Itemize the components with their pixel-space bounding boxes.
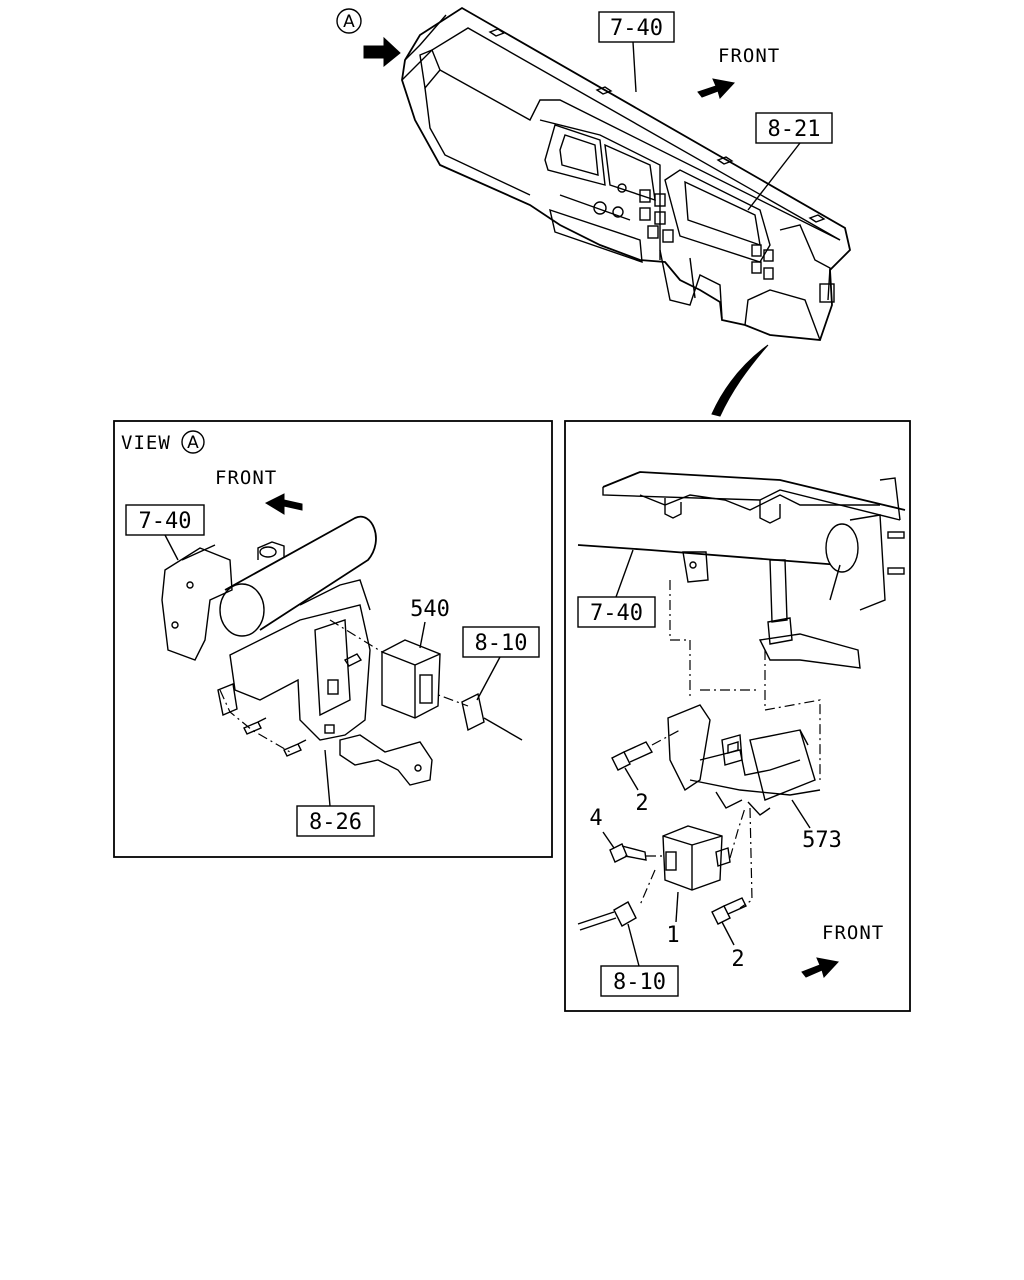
- callout-harness-8-10-left: 8-10: [462, 626, 540, 701]
- svg-text:7-40: 7-40: [610, 16, 663, 41]
- front-indicator-right: FRONT: [801, 922, 884, 978]
- svg-text:2: 2: [731, 947, 744, 972]
- svg-text:FRONT: FRONT: [822, 922, 884, 944]
- front-indicator-left: FRONT: [215, 467, 303, 515]
- callout-dashboard-7-40-right: 7-40: [577, 549, 656, 628]
- view-a-marker: A: [336, 8, 362, 34]
- callout-dashboard-7-40-left: 7-40: [125, 504, 205, 561]
- svg-text:VIEW: VIEW: [121, 432, 171, 454]
- detail-pointer: [711, 344, 769, 417]
- svg-text:8-10: 8-10: [475, 631, 528, 656]
- callout-harness-8-10-right: 8-10: [600, 923, 679, 997]
- detail-panel: 2 4 1 2 573: [564, 420, 911, 1012]
- svg-text:7-40: 7-40: [139, 509, 192, 534]
- svg-text:7-40: 7-40: [590, 601, 643, 626]
- view-direction-arrow: [363, 36, 401, 68]
- callout-cluster-8-21: 8-21: [747, 112, 833, 211]
- svg-text:8-26: 8-26: [309, 810, 362, 835]
- svg-text:4: 4: [589, 806, 602, 831]
- svg-text:540: 540: [410, 597, 450, 622]
- part-1-unit: 1: [662, 825, 731, 948]
- callout-dashboard-7-40: 7-40: [598, 11, 675, 93]
- view-a-panel-marker: A: [181, 430, 205, 454]
- svg-text:1: 1: [666, 923, 679, 948]
- svg-text:8-10: 8-10: [613, 970, 666, 995]
- svg-text:573: 573: [802, 828, 842, 853]
- svg-text:8-21: 8-21: [768, 117, 821, 142]
- svg-text:FRONT: FRONT: [215, 467, 277, 489]
- svg-text:2: 2: [635, 791, 648, 816]
- front-indicator-overview: FRONT: [697, 45, 780, 99]
- part-540-unit: 540: [381, 597, 450, 719]
- callout-bracket-8-26: 8-26: [296, 749, 375, 837]
- view-a-panel: VIEW A FRONT: [113, 420, 553, 858]
- svg-text:A: A: [187, 433, 199, 453]
- svg-text:FRONT: FRONT: [718, 45, 780, 67]
- dashboard-overview: A: [336, 6, 851, 341]
- svg-text:A: A: [343, 12, 355, 32]
